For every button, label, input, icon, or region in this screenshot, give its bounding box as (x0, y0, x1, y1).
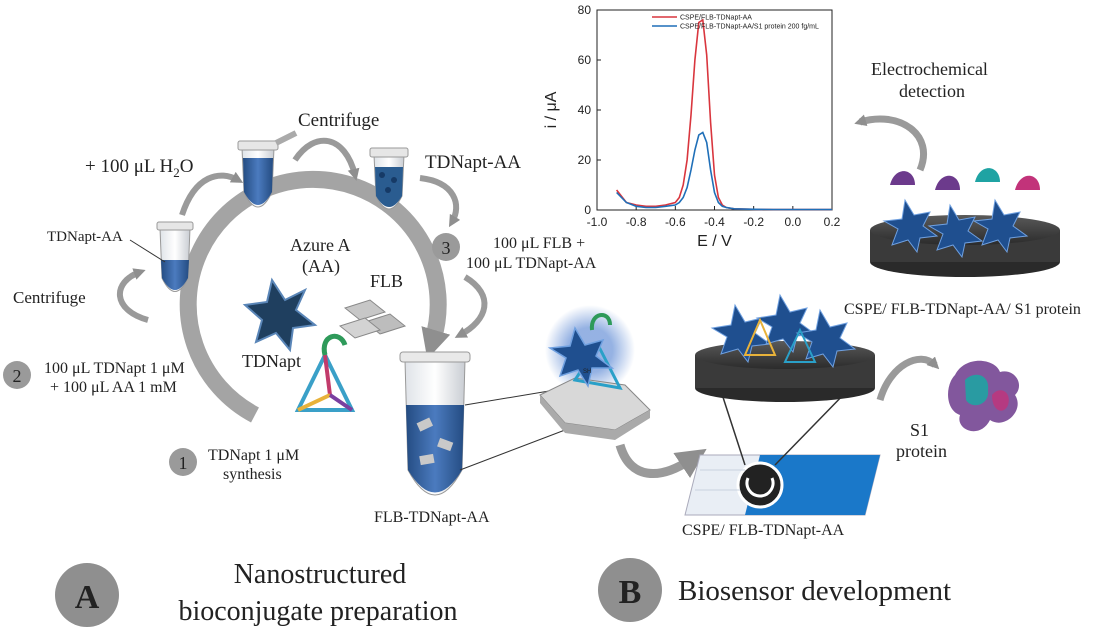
label-azure-line2: (AA) (302, 256, 340, 277)
zoom-trap-right (774, 387, 851, 466)
svg-text:B: B (619, 574, 642, 611)
label-flb-tdnapt-aa: FLB-TDNapt-AA (374, 509, 490, 526)
x-tick-label: -1.0 (587, 215, 608, 229)
label-s1-line2: protein (896, 441, 947, 461)
label-centrifuge-top: Centrifuge (298, 110, 379, 131)
tube-left-pointer (129, 239, 166, 263)
label-tdnapt-aa-left: TDNapt-AA (47, 229, 123, 245)
azure-a-star (242, 277, 318, 353)
y-tick-label: 40 (578, 103, 592, 117)
arrow-step2-to-tube (117, 268, 149, 323)
s1-protein (948, 360, 1020, 432)
x-tick-label: -0.4 (704, 215, 725, 229)
arrow-tube-to-water (179, 171, 244, 216)
tube-centrifuged (369, 147, 409, 210)
flb-tdnapt-aa-unit: SH (539, 305, 651, 440)
label-step1-line1: TDNapt 1 μM (208, 447, 299, 464)
series-line-2 (616, 131, 832, 211)
voltammogram-chart: -1.0 -0.8 -0.6 -0.4 -0.2 0.0 0.2 0 20 40 60 80 E / V… (543, 3, 841, 250)
panel-b-title: Biosensor development (678, 575, 951, 607)
x-tick-label: 0.2 (824, 215, 841, 229)
x-tick-label: -0.2 (743, 215, 764, 229)
tdnapt-tetrahedron (294, 333, 356, 412)
label-centrifuge-left: Centrifuge (13, 288, 86, 307)
screen-printed-electrode (684, 454, 881, 516)
x-tick-label: -0.8 (626, 215, 647, 229)
svg-text:A: A (75, 579, 100, 616)
label-step2-line1: 100 μL TDNapt 1 μM (44, 360, 185, 377)
electrode-disk-top (870, 168, 1060, 277)
panel-a-title-line2: bioconjugate preparation (178, 596, 457, 627)
y-tick-label: 80 (578, 3, 592, 17)
x-tick-label: -0.6 (665, 215, 686, 229)
label-cspe-flb-s1: CSPE/ FLB-TDNapt-AA/ S1 protein (844, 301, 1081, 318)
label-cspe-flb: CSPE/ FLB-TDNapt-AA (682, 522, 845, 539)
legend-label-2: CSPE/FLB-TDNapt-AA/S1 protein 200 fg/mL (680, 24, 819, 31)
label-step2-line2: + 100 μL AA 1 mM (50, 379, 177, 396)
step-3-badge: 3 (432, 233, 460, 261)
x-tick-label: 0.0 (784, 215, 801, 229)
arrow-to-centrifuge (292, 137, 360, 181)
svg-text:3: 3 (442, 238, 451, 258)
label-flb: FLB (370, 271, 403, 291)
svg-text:SH: SH (583, 369, 591, 375)
label-step1-line2: synthesis (223, 466, 282, 483)
electrode-disk-middle (695, 293, 875, 402)
panel-a-title-line1: Nanostructured (234, 559, 407, 590)
label-step3-line2: 100 μL TDNapt-AA (466, 255, 597, 272)
zoom-line-upper (464, 389, 556, 406)
step-2-badge: 2 (3, 361, 31, 389)
x-axis-label: E / V (697, 233, 732, 250)
y-tick-label: 0 (584, 203, 591, 217)
arrow-s1-in (880, 390, 955, 400)
chart-frame (596, 9, 833, 211)
label-step3-line1: 100 μL FLB + (493, 235, 585, 252)
label-water: + 100 μL H2O (85, 156, 194, 180)
arrow-to-detection (854, 114, 928, 172)
arrow-to-final-tube (454, 274, 488, 338)
panel-a-badge: A (55, 563, 119, 627)
y-tick-label: 60 (578, 53, 592, 67)
label-azure-line1: Azure A (290, 235, 350, 255)
step-1-badge: 1 (169, 448, 197, 476)
legend-label-1: CSPE/FLB-TDNapt-AA (680, 15, 752, 22)
label-tdnapt-aa-top: TDNapt-AA (425, 152, 521, 173)
tube-flb-tdnapt-aa (399, 351, 471, 496)
y-axis-label: i / μA (543, 91, 560, 128)
svg-text:1: 1 (179, 453, 188, 473)
series-line-1 (615, 18, 832, 211)
zoom-trap-left (719, 387, 746, 466)
label-tdnapt: TDNapt (242, 351, 301, 371)
label-electrochem-line2: detection (899, 81, 965, 101)
arrow-s1-to-sensor (876, 355, 940, 402)
tube-tdnapt-aa (156, 221, 194, 292)
label-electrochem-line1: Electrochemical (871, 59, 988, 79)
arrow-to-electrode (615, 443, 707, 479)
label-s1-line1: S1 (910, 420, 929, 440)
y-tick-label: 20 (578, 153, 592, 167)
arrow-to-step3 (419, 175, 461, 228)
panel-b-badge: B (598, 558, 662, 622)
tube-water (237, 130, 298, 208)
svg-text:2: 2 (13, 366, 22, 386)
zoom-line-lower (459, 429, 566, 471)
flb-flakes (338, 299, 407, 339)
